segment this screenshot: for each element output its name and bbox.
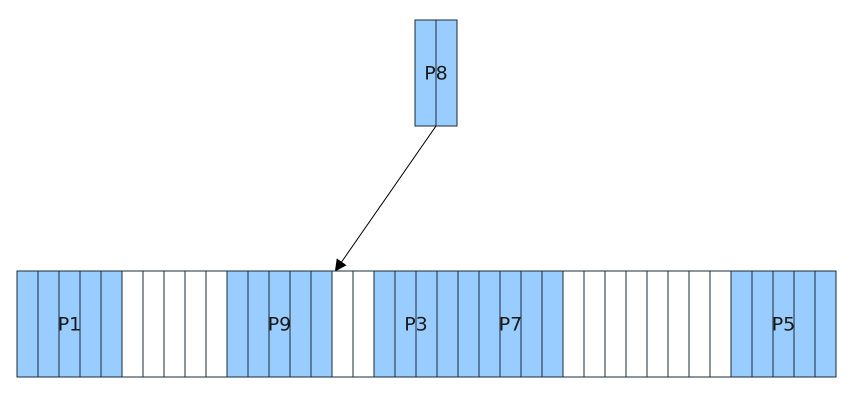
process-cell — [310, 270, 333, 378]
process-label-p3: P3 — [404, 314, 428, 336]
process-cell — [37, 270, 60, 378]
free-cell — [121, 270, 144, 378]
process-cell — [478, 270, 501, 378]
process-cell — [289, 270, 312, 378]
free-cell — [331, 270, 354, 378]
process-cell — [436, 270, 459, 378]
process-label-p5: P5 — [772, 314, 796, 336]
free-cell — [205, 270, 228, 378]
incoming-process-label: P8 — [424, 63, 448, 85]
allocation-arrow — [334, 125, 437, 272]
process-cell — [793, 270, 816, 378]
process-label-p7: P7 — [499, 314, 523, 336]
process-label-p9: P9 — [268, 314, 292, 336]
free-cell — [688, 270, 711, 378]
free-cell — [184, 270, 207, 378]
process-cell — [79, 270, 102, 378]
free-cell — [562, 270, 585, 378]
process-cell — [541, 270, 564, 378]
memory-strip — [16, 270, 837, 378]
free-cell — [646, 270, 669, 378]
process-cell — [751, 270, 774, 378]
free-cell — [583, 270, 606, 378]
incoming-process-block: P8 — [414, 19, 458, 127]
free-cell — [667, 270, 690, 378]
free-cell — [352, 270, 375, 378]
process-cell — [730, 270, 753, 378]
incoming-cell — [435, 19, 458, 127]
process-cell — [100, 270, 123, 378]
free-cell — [709, 270, 732, 378]
process-cell — [457, 270, 480, 378]
process-cell — [814, 270, 837, 378]
free-cell — [163, 270, 186, 378]
free-cell — [625, 270, 648, 378]
process-cell — [520, 270, 543, 378]
process-cell — [373, 270, 396, 378]
process-cell — [247, 270, 270, 378]
free-cell — [604, 270, 627, 378]
free-cell — [142, 270, 165, 378]
process-label-p1: P1 — [58, 314, 82, 336]
process-cell — [226, 270, 249, 378]
process-cell — [16, 270, 39, 378]
memory-labels: P1 P9 P3 P7 P5 — [58, 314, 796, 336]
